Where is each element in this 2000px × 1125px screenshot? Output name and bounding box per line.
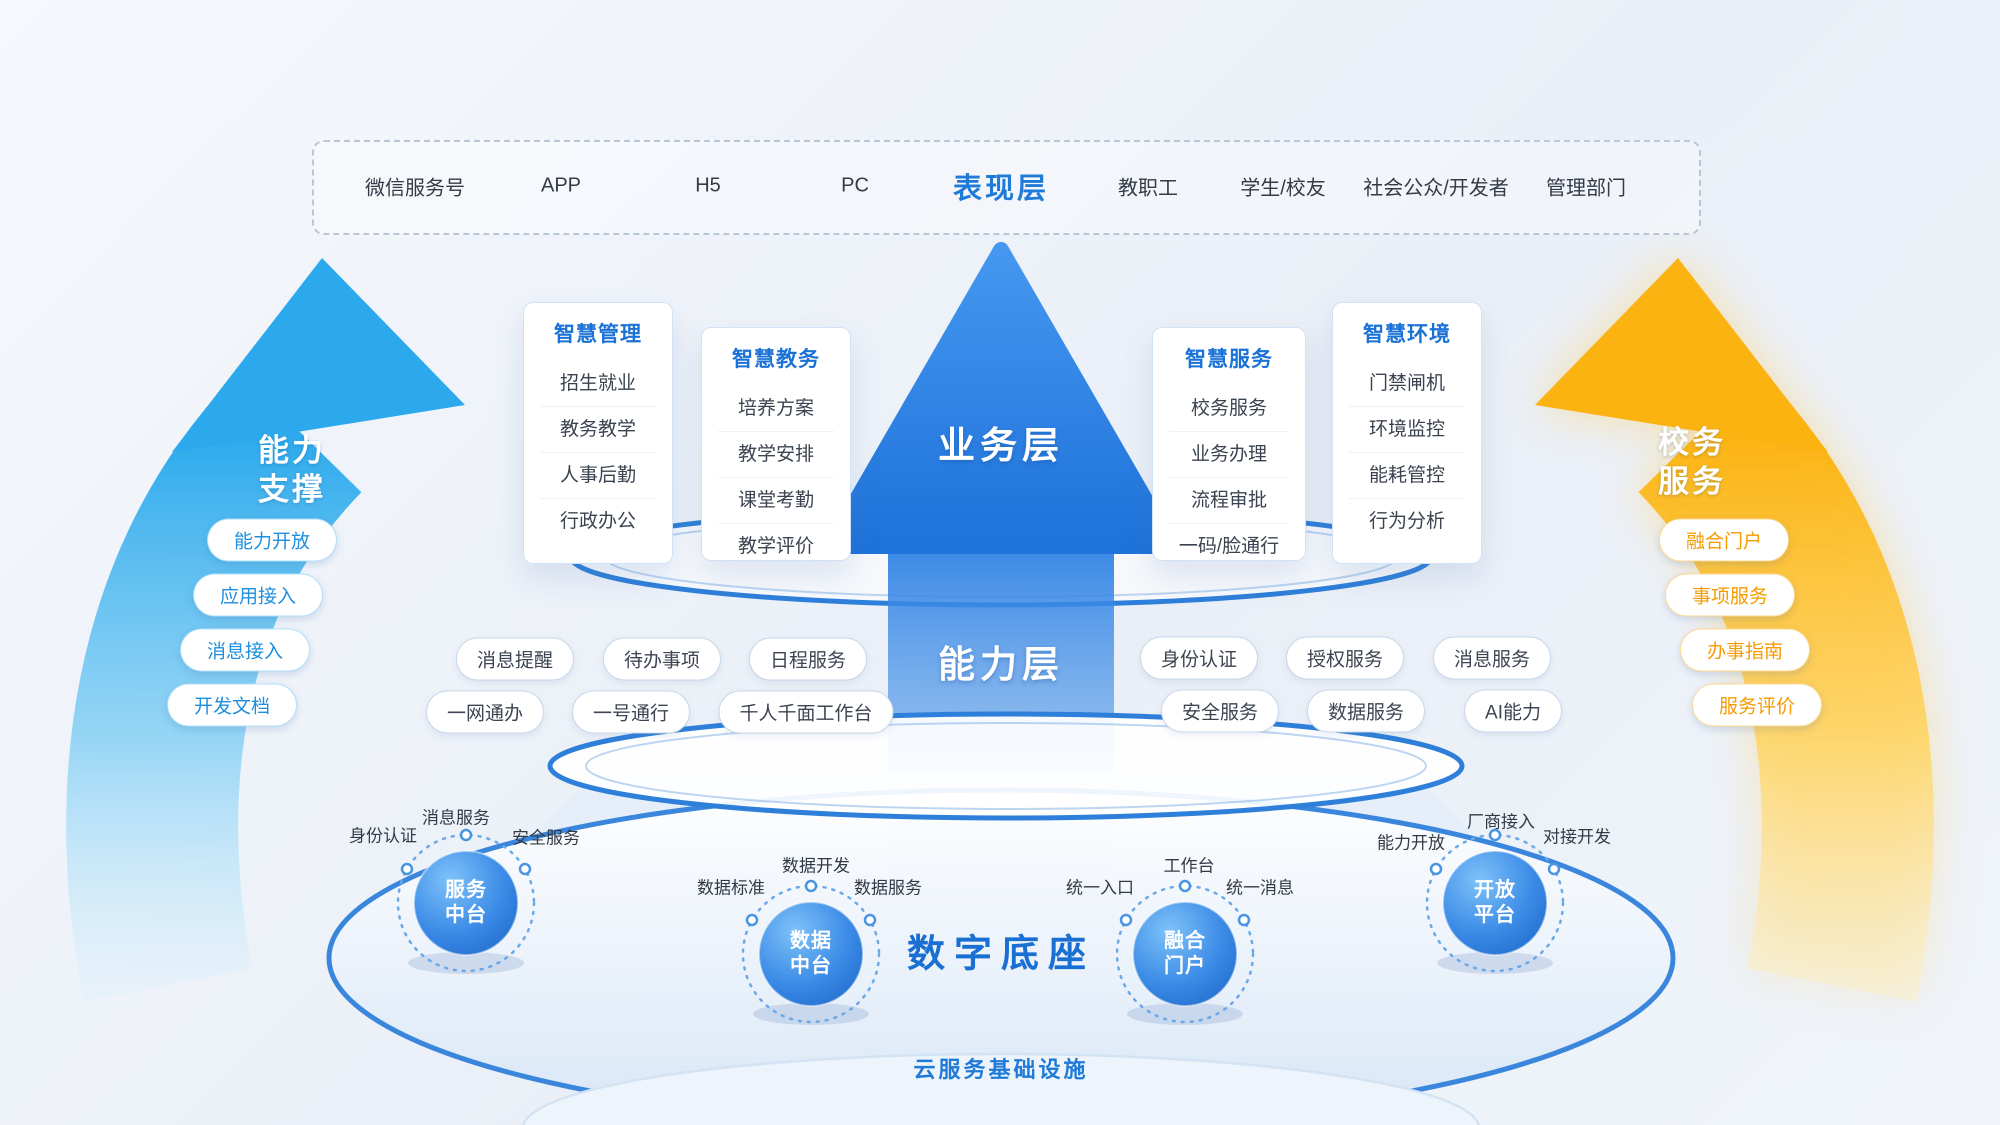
node-label: 身份认证: [349, 826, 417, 846]
node-circle-portal: [1115, 879, 1255, 1025]
card-items: 招生就业 教务教学 人事后勤 行政办公: [524, 361, 672, 544]
campus-service-arrow: [1535, 258, 1934, 1002]
left-pill-dev-docs: 开发文档: [167, 683, 297, 727]
cap-pill-data-service: 数据服务: [1306, 689, 1426, 733]
card-item: 人事后勤: [540, 453, 656, 499]
node-circle-open: [1425, 828, 1565, 974]
right-pill-guide: 办事指南: [1680, 628, 1810, 672]
capability-support-title: 能力 支撑: [258, 433, 326, 507]
node-name-service: 服务 中台: [445, 879, 487, 926]
cap-pill-message-reminder: 消息提醒: [455, 637, 575, 681]
presentation-layer-title: 表现层: [952, 173, 1050, 205]
audience-public: 社会公众/开发者: [1363, 177, 1509, 200]
cap-pill-authorization: 授权服务: [1285, 636, 1405, 680]
left-pill-app-access: 应用接入: [193, 573, 323, 617]
card-title: 智慧服务: [1185, 348, 1273, 371]
card-item: 课堂考勤: [718, 478, 834, 524]
card-item: 行为分析: [1368, 511, 1445, 532]
cap-pill-schedule: 日程服务: [748, 637, 868, 681]
presentation-layer-bar: [312, 140, 1701, 235]
node-circle-service: [396, 828, 536, 974]
node-label: 工作台: [1163, 856, 1215, 876]
card-items: 门禁闸机 环境监控 能耗管控 行为分析: [1333, 361, 1481, 544]
node-label: 数据标准: [697, 878, 765, 898]
node-label: 厂商接入: [1467, 812, 1535, 832]
right-pill-matters: 事项服务: [1665, 573, 1795, 617]
right-pill-evaluation: 服务评价: [1692, 683, 1822, 727]
cloud-infra-band: [522, 1052, 1480, 1125]
card-item: 环境监控: [1349, 407, 1465, 453]
card-item: 培养方案: [718, 386, 834, 432]
card-item: 招生就业: [540, 361, 656, 407]
cloud-infra-label: 云服务基础设施: [913, 1057, 1089, 1082]
card-item: 能耗管控: [1349, 453, 1465, 499]
node-label: 安全服务: [512, 828, 580, 848]
campus-service-title: 校务 服务: [1658, 425, 1726, 499]
card-item: 行政办公: [559, 511, 636, 532]
node-name-portal: 融合 门户: [1164, 930, 1206, 977]
right-pill-portal: 融合门户: [1659, 518, 1789, 562]
node-label: 对接开发: [1543, 827, 1611, 847]
card-smart-management: 智慧管理 招生就业 教务教学 人事后勤 行政办公: [523, 302, 673, 564]
cap-pill-identity: 身份认证: [1139, 636, 1259, 680]
node-label: 统一入口: [1066, 878, 1134, 898]
left-pill-message-access: 消息接入: [180, 628, 310, 672]
card-item: 教学评价: [737, 536, 814, 557]
card-item: 校务服务: [1169, 386, 1289, 432]
card-item: 流程审批: [1169, 478, 1289, 524]
audience-admin: 管理部门: [1546, 177, 1626, 200]
card-smart-academics: 智慧教务 培养方案 教学安排 课堂考勤 教学评价: [701, 327, 851, 561]
card-item: 教学安排: [718, 432, 834, 478]
node-name-data: 数据 中台: [790, 930, 832, 977]
card-title: 智慧教务: [732, 348, 820, 371]
card-title: 智慧管理: [554, 323, 642, 346]
node-name-open: 开放 平台: [1474, 879, 1516, 926]
capability-support-arrow: [66, 258, 465, 1002]
cap-pill-message-service: 消息服务: [1432, 636, 1552, 680]
cap-pill-one-id: 一号通行: [571, 690, 691, 734]
card-item: 门禁闸机: [1349, 361, 1465, 407]
cap-pill-one-net: 一网通办: [425, 690, 545, 734]
node-label: 数据服务: [854, 878, 922, 898]
card-smart-services: 智慧服务 校务服务 业务办理 流程审批 一码/脸通行: [1152, 327, 1306, 561]
card-title: 智慧环境: [1363, 323, 1451, 346]
cap-pill-ai: AI能力: [1464, 689, 1562, 733]
channel-app: APP: [540, 174, 582, 197]
cap-pill-security: 安全服务: [1160, 689, 1280, 733]
card-item: 一码/脸通行: [1178, 536, 1280, 557]
node-label: 数据开发: [782, 856, 850, 876]
channel-wechat: 微信服务号: [365, 177, 465, 200]
business-layer-label: 业务层: [938, 425, 1064, 466]
audience-staff: 教职工: [1118, 177, 1178, 200]
card-smart-environment: 智慧环境 门禁闸机 环境监控 能耗管控 行为分析: [1332, 302, 1482, 564]
card-item: 教务教学: [540, 407, 656, 453]
capability-layer-label: 能力层: [938, 644, 1064, 685]
cap-pill-personal-workbench: 千人千面工作台: [718, 690, 894, 734]
audience-students: 学生/校友: [1240, 177, 1326, 200]
left-pill-capability-open: 能力开放: [207, 518, 337, 562]
node-label: 能力开放: [1377, 833, 1445, 853]
channel-h5: H5: [695, 174, 721, 197]
card-item: 业务办理: [1169, 432, 1289, 478]
digital-base-title: 数字底座: [906, 933, 1096, 976]
cap-pill-todo: 待办事项: [602, 637, 722, 681]
node-label: 统一消息: [1226, 878, 1294, 898]
node-circle-data: [741, 879, 881, 1025]
card-items: 培养方案 教学安排 课堂考勤 教学评价: [702, 386, 850, 569]
capability-layer-dish: [547, 711, 1465, 821]
node-label: 消息服务: [422, 808, 490, 828]
card-items: 校务服务 业务办理 流程审批 一码/脸通行: [1153, 386, 1305, 569]
channel-pc: PC: [841, 174, 869, 197]
